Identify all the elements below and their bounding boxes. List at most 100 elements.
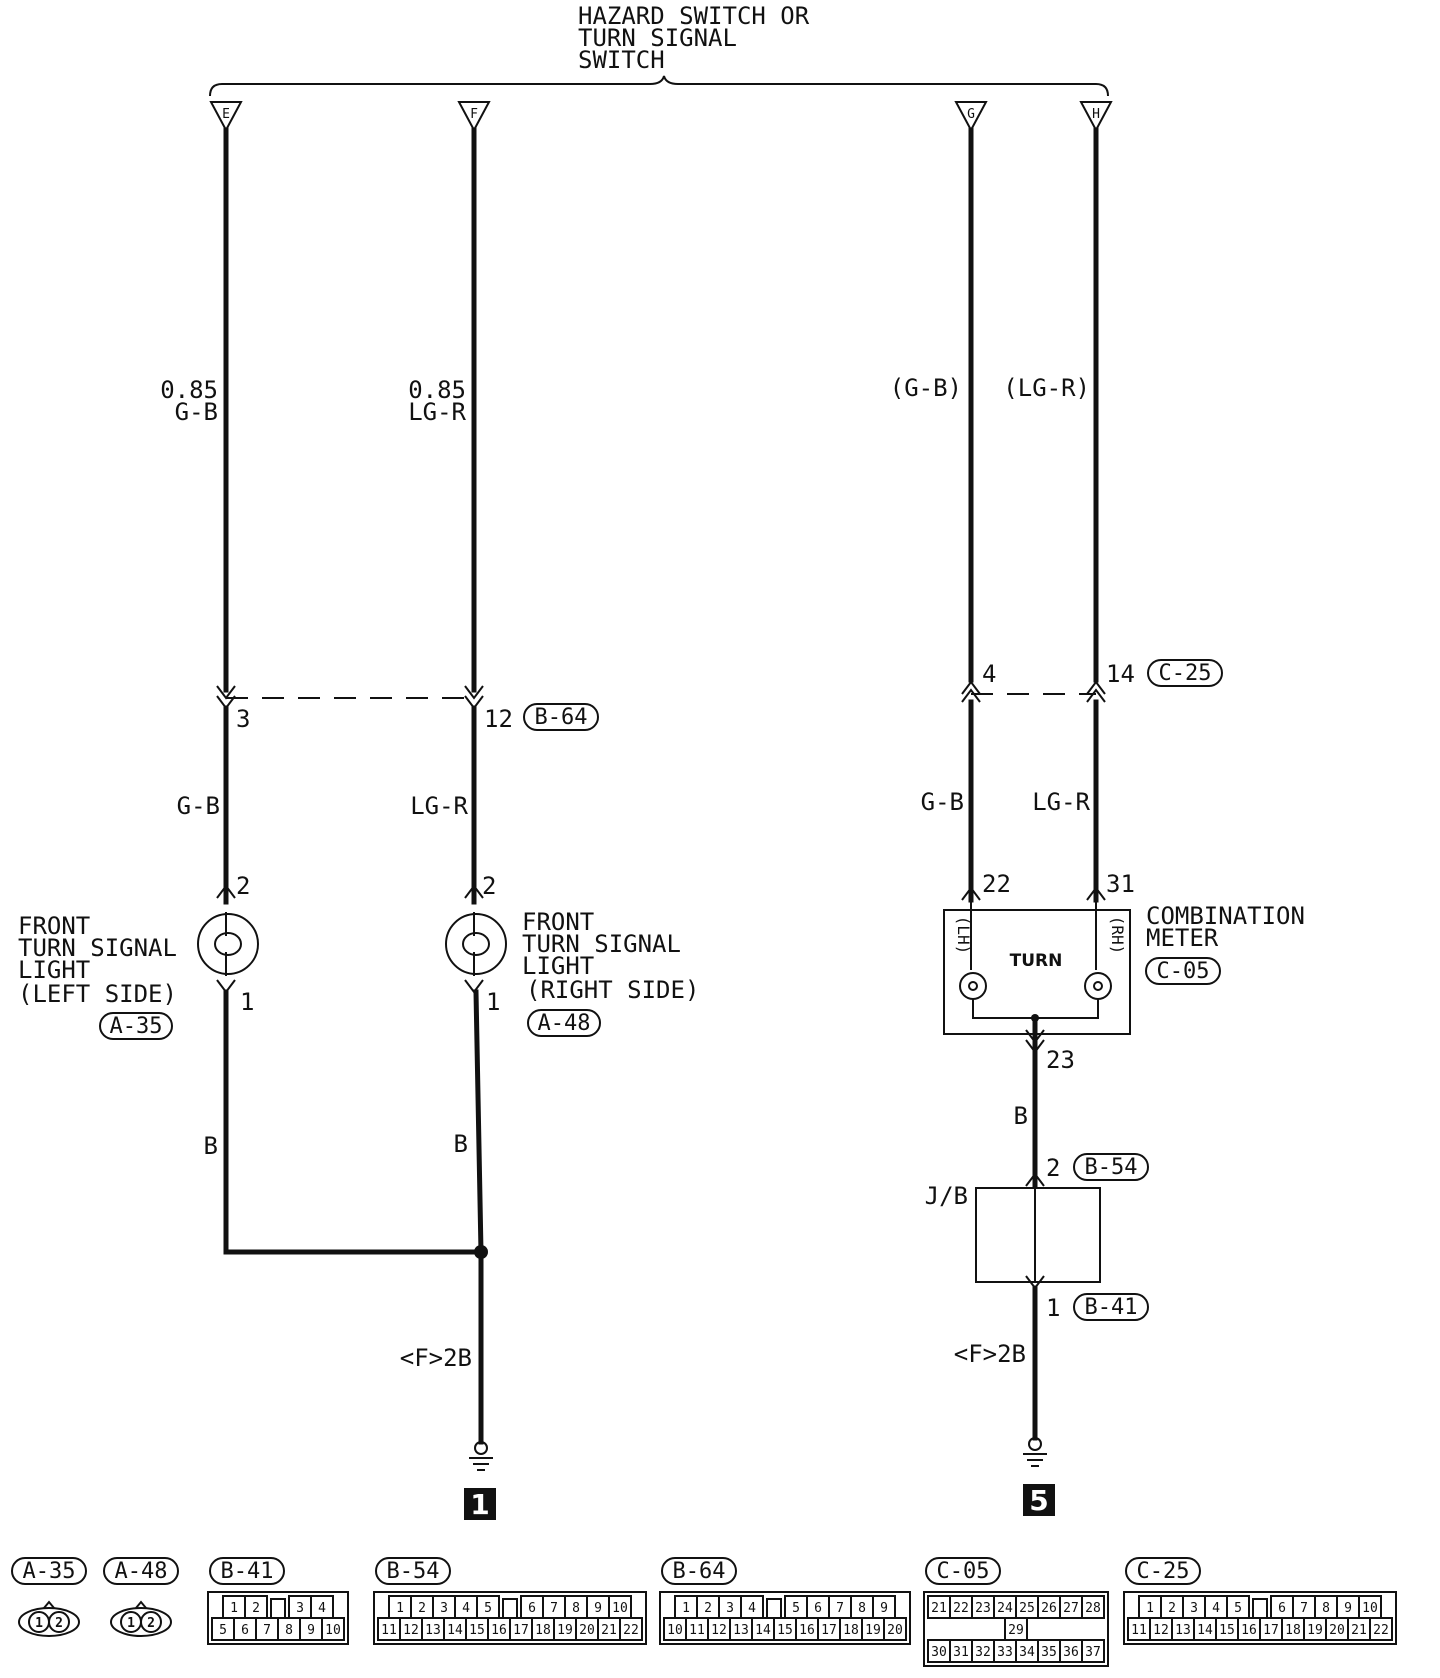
connector-tag-a48-label: A-48 [538, 1011, 591, 1036]
wire-lgr-mid-label: LG-R [410, 792, 468, 820]
terminal-h-label: H [1092, 107, 1100, 122]
meter-lh-label: (LH) [954, 916, 973, 955]
legend-pin: 19 [557, 1623, 573, 1638]
lamp-right-pin-1: 1 [486, 988, 500, 1016]
legend-pin: 6 [1278, 1601, 1286, 1616]
legend-grid-body-b64 [659, 1591, 911, 1645]
ground-point-1: 1 [464, 1488, 496, 1521]
legend-pin: 8 [572, 1601, 580, 1616]
legend-label-b54: B-54 [387, 1559, 440, 1584]
legend-tag-b41 [209, 1557, 285, 1585]
legend-pin: 10 [325, 1623, 341, 1638]
legend-pin: 37 [1085, 1645, 1101, 1660]
legend-pin: 7 [836, 1601, 844, 1616]
connector-tag-b64: B-64 [523, 703, 599, 731]
legend-pin: 24 [997, 1601, 1013, 1616]
combination-meter-label-line-2: METER [1146, 924, 1219, 952]
lamp-right-pin-2-mark [464, 884, 484, 899]
wire-gb-meter-lower-label: G-B [921, 788, 964, 816]
legend-pin: 29 [1008, 1623, 1024, 1638]
wire-gb-meter-label: (G-B) [890, 374, 962, 402]
connector-c25-pin-14: 14 [1106, 660, 1135, 688]
legend-pin: 4 [318, 1601, 326, 1616]
combination-meter: TURN (LH) (RH) [943, 900, 1131, 1035]
lamp-left-pin-2-mark [216, 884, 236, 899]
legend-pin: 2 [252, 1601, 260, 1616]
legend-key-slot [766, 1598, 782, 1618]
legend-pin: 30 [931, 1645, 947, 1660]
legend-pin: 31 [953, 1645, 969, 1660]
legend-pin: 7 [1300, 1601, 1308, 1616]
legend-pin: 26 [1041, 1601, 1057, 1616]
legend-tag-c05 [925, 1557, 1001, 1585]
legend-pin-cell [883, 1617, 907, 1641]
left-light-label: FRONT TURN SIGNAL LIGHT (LEFT SIDE) [18, 912, 177, 1008]
connector-tag-b64-label: B-64 [535, 705, 588, 730]
legend-label-c05: C-05 [937, 1559, 990, 1584]
legend-pin: 1 [682, 1601, 690, 1616]
wire-gb-color: G-B [175, 398, 218, 426]
legend-pin: 3 [440, 1601, 448, 1616]
wire-lgr-color: LG-R [408, 398, 466, 426]
legend-pin: 15 [777, 1623, 793, 1638]
legend-pin: 8 [285, 1623, 293, 1638]
legend-pin: 15 [469, 1623, 485, 1638]
legend-pin: 14 [447, 1623, 463, 1638]
terminal-f-label: F [470, 107, 478, 122]
meter-pin-23-mark [1025, 1029, 1045, 1054]
legend-label-b41: B-41 [221, 1559, 274, 1584]
terminal-f: F [457, 101, 491, 133]
legend-pin: 32 [975, 1645, 991, 1660]
lamp-left-pin-2: 2 [236, 872, 250, 900]
legend-pin: 22 [1373, 1623, 1389, 1638]
legend-round-body-a35 [18, 1607, 80, 1637]
legend-pin: 3 [726, 1601, 734, 1616]
legend-pin: 5 [219, 1623, 227, 1638]
meter-turn-label: TURN [1010, 951, 1063, 971]
legend-pin: 2 [55, 1616, 63, 1631]
terminal-g-label: G [967, 107, 975, 122]
legend-pin: 22 [953, 1601, 969, 1616]
legend-pin: 34 [1019, 1645, 1035, 1660]
legend-pin: 12 [1153, 1623, 1169, 1638]
legend-pin: 6 [528, 1601, 536, 1616]
legend-pin: 16 [799, 1623, 815, 1638]
legend-pin: 36 [1063, 1645, 1079, 1660]
legend-pin: 10 [1362, 1601, 1378, 1616]
wire-b-right [473, 989, 484, 1255]
legend-pin: 9 [594, 1601, 602, 1616]
legend-pin: 21 [1351, 1623, 1367, 1638]
legend-tag-a35 [11, 1557, 87, 1585]
meter-pin-31-mark [1086, 886, 1106, 901]
legend-pin: 12 [403, 1623, 419, 1638]
legend-pin: 21 [601, 1623, 617, 1638]
legend-pin: 20 [887, 1623, 903, 1638]
wire-lgr-meter-label: (LG-R) [1003, 374, 1090, 402]
legend-pin: 13 [733, 1623, 749, 1638]
legend-pin: 11 [381, 1623, 397, 1638]
jb-pin-2-mark [1025, 1172, 1045, 1187]
legend-pin: 1 [230, 1601, 238, 1616]
legend-pin: 33 [997, 1645, 1013, 1660]
legend-pin: 19 [1307, 1623, 1323, 1638]
legend-round-body-a48 [110, 1607, 172, 1637]
legend-pin: 16 [1241, 1623, 1257, 1638]
switch-title-line-3: SWITCH [578, 46, 665, 74]
switch-title-line-2: TURN SIGNAL [578, 24, 737, 52]
switch-title: HAZARD SWITCH OR TURN SIGNAL SWITCH [578, 2, 810, 74]
legend-pin: 10 [667, 1623, 683, 1638]
left-light-label-line-1: FRONT [18, 912, 90, 940]
legend-grid-body-b54 [373, 1591, 647, 1645]
ground-icon [1023, 1437, 1047, 1467]
legend-pin: 35 [1041, 1645, 1057, 1660]
ground-point-5-label: 5 [1029, 1484, 1048, 1517]
wire-ground-5-label: <F>2B [954, 1340, 1026, 1368]
legend-pin: 20 [1329, 1623, 1345, 1638]
right-light-label-line-3: LIGHT [522, 952, 594, 980]
legend-pin: 18 [843, 1623, 859, 1638]
connector-tag-a35-label: A-35 [110, 1014, 163, 1039]
legend-pin: 8 [1322, 1601, 1330, 1616]
